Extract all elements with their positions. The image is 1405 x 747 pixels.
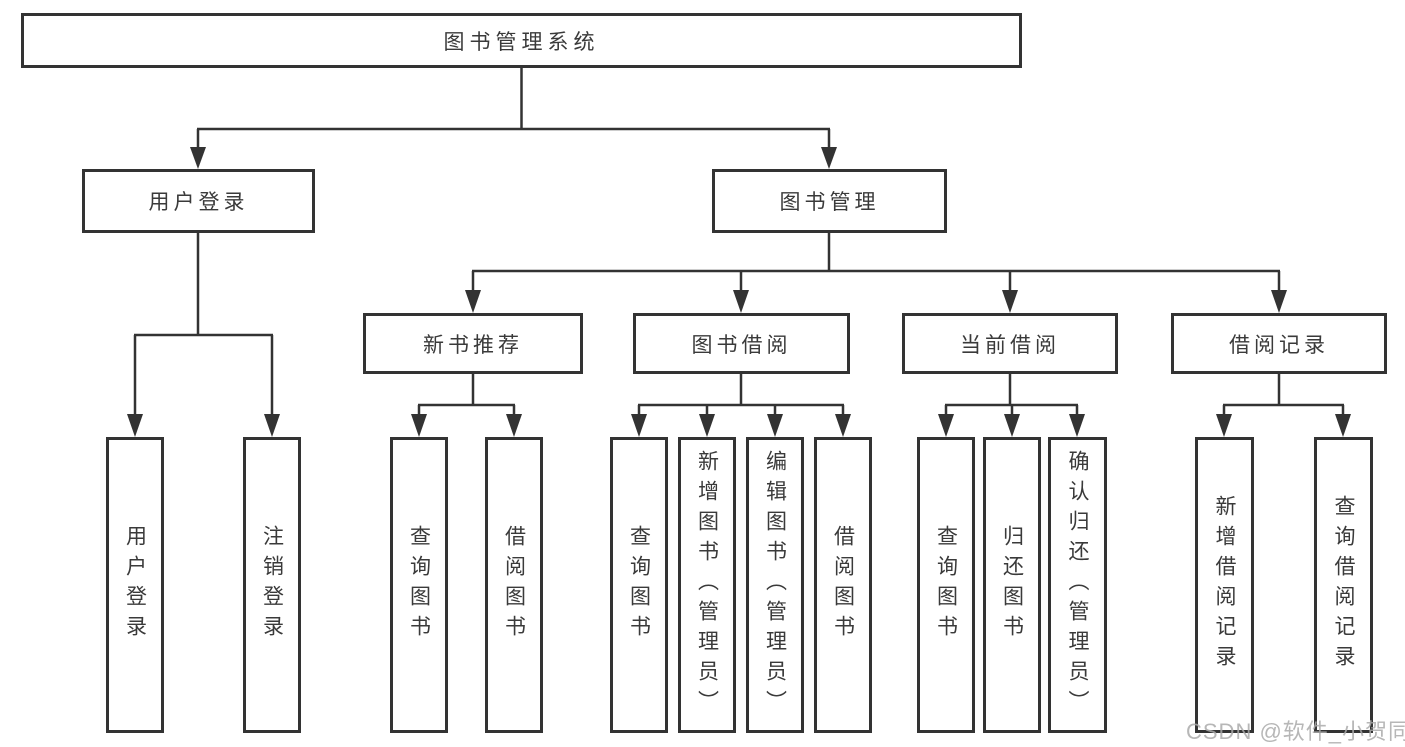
connector-user-login-children	[133, 233, 274, 417]
connector-new-books-children	[417, 374, 516, 417]
leaf-current-return-books: 归还图书	[983, 437, 1041, 733]
leaf-newbooks-query-books: 查询图书	[390, 437, 448, 733]
leaf-borrowing-add-books-admin: 新增图书（管理员）	[678, 437, 736, 733]
node-root-label: 图书管理系统	[443, 30, 600, 54]
node-borrowing-records: 借阅记录	[1171, 313, 1387, 374]
node-book-mgmt-label: 图书管理	[779, 191, 880, 214]
connector-root-to-level2	[196, 68, 831, 149]
leaf-newbooks-borrow-books-label: 借阅图书	[502, 525, 526, 645]
leaf-borrowing-edit-books-admin: 编辑图书（管理员）	[746, 437, 804, 733]
leaf-borrowing-query-books: 查询图书	[610, 437, 668, 733]
arrowheads-records-children	[1216, 414, 1351, 437]
leaf-user-login: 用户登录	[106, 437, 164, 733]
leaf-newbooks-query-books-label: 查询图书	[407, 525, 431, 645]
leaf-current-query-books-label: 查询图书	[934, 525, 958, 645]
leaf-current-confirm-return-admin: 确认归还（管理员）	[1048, 437, 1107, 733]
connector-borrowing-children	[637, 374, 845, 417]
leaf-records-query-record-label: 查询借阅记录	[1332, 495, 1355, 675]
node-user-login-label: 用户登录	[148, 191, 249, 214]
leaf-borrowing-edit-books-admin-label: 编辑图书（管理员）	[763, 450, 787, 720]
leaf-current-return-books-label: 归还图书	[1000, 525, 1024, 645]
arrowheads-current-children	[938, 414, 1085, 437]
arrowheads-book-mgmt-children	[465, 290, 1287, 313]
node-book-mgmt: 图书管理	[712, 169, 947, 233]
leaf-logout: 注销登录	[243, 437, 301, 733]
arrowheads-user-login-children	[127, 414, 280, 437]
connector-current-children	[944, 374, 1079, 417]
node-new-books: 新书推荐	[363, 313, 583, 374]
node-new-books-label: 新书推荐	[423, 333, 523, 357]
arrowheads-new-books-children	[411, 414, 522, 437]
node-current-borrowing-label: 当前借阅	[960, 333, 1060, 357]
node-book-borrowing: 图书借阅	[633, 313, 850, 374]
leaf-current-confirm-return-admin-label: 确认归还（管理员）	[1066, 450, 1089, 720]
node-borrowing-records-label: 借阅记录	[1229, 333, 1329, 357]
arrowheads-level2	[190, 147, 837, 169]
arrowheads-borrowing-children	[631, 414, 851, 437]
node-current-borrowing: 当前借阅	[902, 313, 1118, 374]
leaf-user-login-label: 用户登录	[123, 525, 147, 645]
node-user-login: 用户登录	[82, 169, 315, 233]
node-book-borrowing-label: 图书借阅	[691, 333, 792, 357]
leaf-current-query-books: 查询图书	[917, 437, 975, 733]
watermark-text: CSDN @软件_小贺同学	[1186, 719, 1405, 744]
leaf-borrowing-query-books-label: 查询图书	[627, 525, 651, 645]
leaf-records-add-record: 新增借阅记录	[1195, 437, 1254, 733]
connector-records-children	[1222, 374, 1345, 417]
leaf-borrowing-add-books-admin-label: 新增图书（管理员）	[695, 450, 719, 720]
leaf-records-query-record: 查询借阅记录	[1314, 437, 1373, 733]
connector-book-mgmt-children	[471, 233, 1281, 293]
leaf-newbooks-borrow-books: 借阅图书	[485, 437, 543, 733]
leaf-borrowing-borrow-books: 借阅图书	[814, 437, 872, 733]
leaf-records-add-record-label: 新增借阅记录	[1213, 495, 1236, 675]
leaf-logout-label: 注销登录	[260, 525, 284, 645]
node-root: 图书管理系统	[21, 13, 1022, 68]
leaf-borrowing-borrow-books-label: 借阅图书	[831, 525, 855, 645]
